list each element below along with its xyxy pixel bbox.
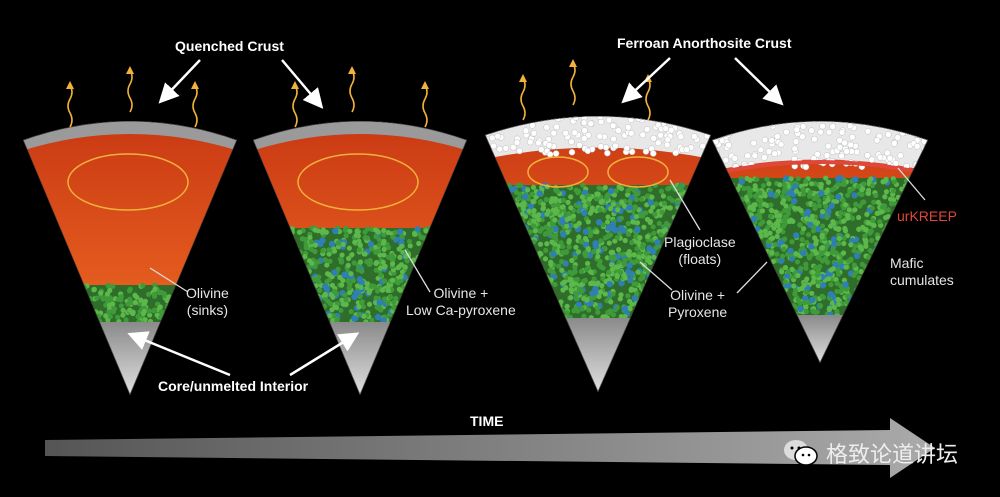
label-core: Core/unmelted Interior: [158, 378, 309, 394]
label-mafic-cumulates: Mafic cumulates: [890, 255, 954, 288]
label-urkreep: urKREEP: [897, 208, 957, 224]
label-plagioclase: Plagioclase (floats): [664, 234, 736, 267]
core-tip: [712, 315, 928, 363]
wedge-4: [712, 121, 928, 363]
arrow-olpx-1: [639, 261, 673, 291]
arrow-quenched-1: [158, 59, 201, 104]
label-olivine-low-ca: Olivine + Low Ca-pyroxene: [406, 285, 516, 318]
arrow-core-2: [289, 332, 360, 377]
heat-arrowhead-icon: [569, 59, 577, 67]
arrow-core-1: [127, 331, 231, 377]
wechat-icon: [784, 440, 818, 466]
arrow-low-ca: [404, 249, 431, 293]
heat-escape-icon: [127, 69, 133, 113]
heat-arrowhead-icon: [519, 74, 527, 82]
heat-arrowhead-icon: [348, 66, 356, 74]
label-quenched-crust: Quenched Crust: [175, 38, 284, 54]
heat-escape-icon: [520, 77, 526, 121]
quenched-crust-layer: [253, 121, 467, 152]
label-time: TIME: [470, 413, 504, 429]
heat-escape-icon: [192, 84, 198, 128]
heat-arrowhead-icon: [191, 81, 199, 89]
heat-escape-icon: [570, 62, 576, 106]
label-olivine-sinks: Olivine (sinks): [186, 285, 229, 318]
heat-arrowhead-icon: [66, 81, 74, 89]
heat-escape-icon: [349, 69, 355, 113]
heat-arrowhead-icon: [421, 81, 429, 89]
convection-loop: [67, 153, 189, 211]
core-tip: [485, 318, 711, 392]
pointer-arrows: [127, 57, 926, 377]
convection-loop: [297, 153, 419, 211]
wedge-2: [253, 121, 467, 395]
urkreep-layer: [712, 160, 928, 176]
arrow-quenched-2: [281, 59, 324, 109]
label-olivine-pyroxene: Olivine + Pyroxene: [668, 287, 728, 320]
watermark-text: 格致论道讲坛: [826, 443, 959, 468]
quenched-crust-layer: [23, 121, 237, 152]
arrow-olivine: [149, 267, 189, 293]
arrow-plagioclase: [669, 179, 701, 231]
time-arrow: [45, 418, 935, 478]
arrow-ferroan-1: [621, 57, 671, 104]
arrow-ferroan-2: [734, 57, 784, 106]
watermark: 格致论道讲坛: [782, 437, 958, 469]
heat-arrowhead-icon: [291, 81, 299, 89]
heat-escape-icon: [292, 84, 298, 128]
arrow-urkreep: [897, 167, 926, 201]
label-ferroan-crust: Ferroan Anorthosite Crust: [617, 35, 792, 51]
wedge-1: [23, 121, 237, 395]
heat-escape-icon: [422, 84, 428, 128]
heat-escape-icon: [645, 77, 651, 121]
heat-escape-icon: [67, 84, 73, 128]
arrow-olpx-2: [736, 261, 768, 294]
heat-arrowhead-icon: [126, 66, 134, 74]
